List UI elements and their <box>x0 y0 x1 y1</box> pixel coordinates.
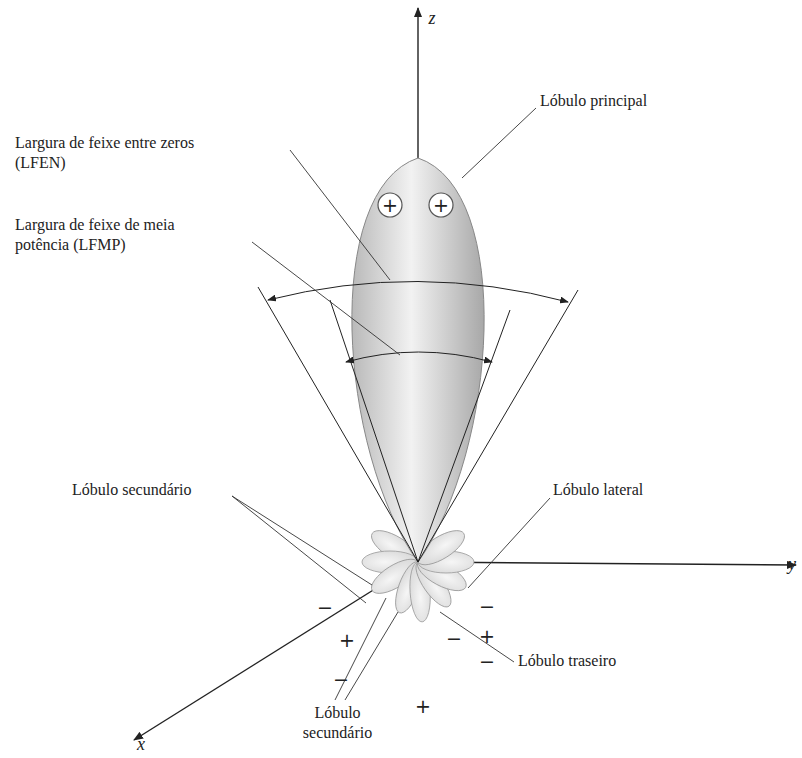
sign-mark: + <box>433 196 449 215</box>
axis-label: z <box>428 7 435 30</box>
callout-label: Largura de feixe entre zeros (LFEN) <box>15 133 227 173</box>
sign-mark: + <box>415 697 431 716</box>
axis-label: x <box>137 733 145 756</box>
callout-label: Largura de feixe de meia potência (LFMP) <box>15 215 227 255</box>
callout-label: Lóbulo lateral <box>553 480 643 500</box>
axes <box>134 8 796 740</box>
axis-label: y <box>788 553 796 576</box>
sign-mark: − <box>479 652 495 671</box>
sign-mark: − <box>446 629 462 648</box>
leader-lines <box>232 108 550 700</box>
sign-mark: + <box>479 627 495 646</box>
sign-mark: + <box>382 196 398 215</box>
sign-mark: + <box>339 631 355 650</box>
sign-mark: − <box>333 670 349 689</box>
sign-circle <box>429 193 453 217</box>
callout-label: Lóbulo principal <box>540 91 647 111</box>
sign-circle <box>378 193 402 217</box>
callout-label: Lóbulo secundário <box>72 480 192 500</box>
sign-mark: − <box>317 598 333 617</box>
main-lobe <box>352 158 484 562</box>
sign-mark: − <box>479 597 495 616</box>
callout-label: Lóbulo traseiro <box>518 651 616 671</box>
callout-label: Lóbulo secundário <box>290 703 385 743</box>
